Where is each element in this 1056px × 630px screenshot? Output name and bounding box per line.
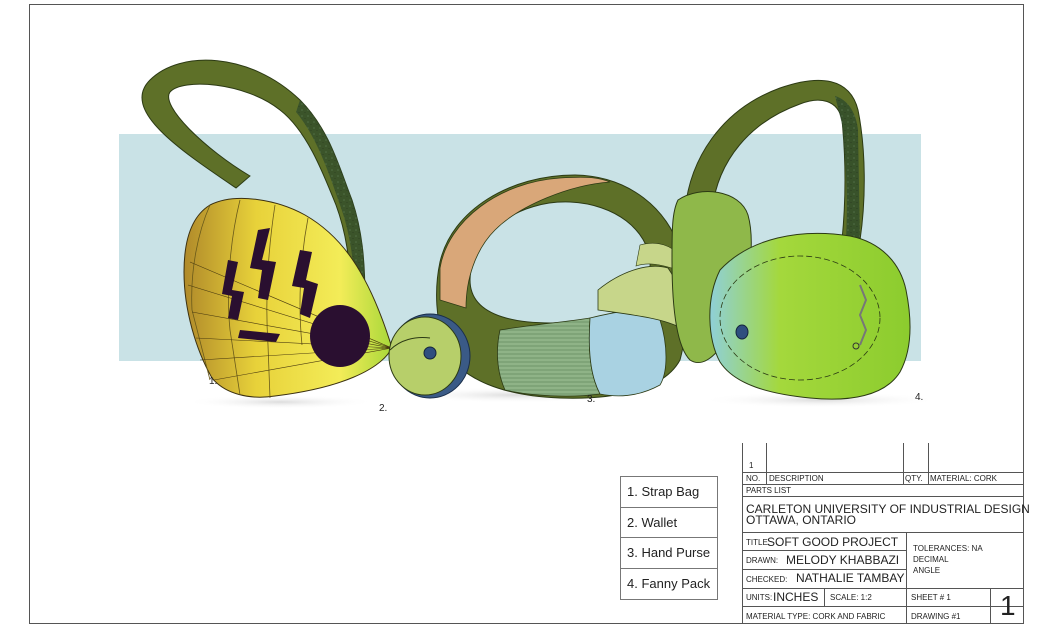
callout-1: 1.	[209, 376, 218, 387]
hand-purse-knit-panel	[497, 317, 601, 397]
fanny-pack-body	[709, 232, 911, 400]
product-legend: 1. Strap Bag 2. Wallet 3. Hand Purse 4. …	[620, 476, 718, 600]
checked-label: CHECKED:	[746, 575, 788, 584]
title-label: TITLE:	[746, 538, 771, 547]
fanny-pack-illustration	[671, 79, 911, 400]
legend-item: 1. Strap Bag	[621, 477, 717, 508]
header-description: DESCRIPTION	[769, 474, 824, 483]
header-no: NO.	[746, 474, 761, 483]
hand-purse-blue-panel	[588, 311, 667, 397]
drawn-label: DRAWN:	[746, 556, 779, 565]
strap-bag-pattern	[222, 228, 318, 342]
shadow-1	[185, 395, 375, 409]
drawing-sheet-border	[29, 4, 1024, 624]
legend-item: 4. Fanny Pack	[627, 575, 711, 591]
units-label: UNITS:	[746, 593, 773, 602]
legend-item: 2. Wallet	[621, 508, 717, 538]
angle-label: ANGLE	[913, 566, 941, 575]
fanny-pack-button	[735, 324, 749, 340]
header-qty: QTY.	[905, 474, 923, 483]
wallet-illustration	[388, 313, 471, 399]
hand-purse-illustration	[436, 174, 688, 399]
hand-purse-cork-panel	[439, 176, 611, 309]
university-location: OTTAWA, ONTARIO	[746, 513, 856, 527]
drawing-number-large: 1	[1000, 590, 1016, 621]
callout-4: 4.	[915, 392, 924, 403]
drawn-value: MELODY KHABBAZI	[786, 553, 900, 567]
scale-label: SCALE: 1:2	[830, 593, 872, 602]
checked-value: NATHALIE TAMBAY	[796, 571, 905, 585]
tolerances-label: TOLERANCES: NA	[913, 544, 983, 553]
strap-bag-illustration	[141, 59, 393, 399]
units-value: INCHES	[773, 590, 819, 604]
title-value: SOFT GOOD PROJECT	[767, 535, 899, 549]
revision-number: 1	[749, 461, 754, 470]
legend-item: 3. Hand Purse	[621, 538, 717, 569]
drawing-label: DRAWING #1	[911, 612, 961, 621]
university-name: CARLETON UNIVERSITY OF INDUSTRIAL DESIGN	[746, 502, 1030, 516]
decimal-label: DECIMAL	[913, 555, 949, 564]
parts-list-label: PARTS LIST	[746, 486, 792, 495]
fanny-pack-strap	[684, 79, 865, 241]
header-material: MATERIAL: CORK	[930, 474, 997, 483]
material-type: MATERIAL TYPE: CORK AND FABRIC	[746, 612, 886, 621]
callout-2: 2.	[379, 403, 388, 414]
callout-3: 3.	[587, 394, 596, 405]
sheet-label: SHEET # 1	[911, 593, 951, 602]
shadow-4	[700, 392, 940, 408]
wallet-button	[423, 346, 437, 360]
strap-bag-circle	[310, 305, 370, 367]
